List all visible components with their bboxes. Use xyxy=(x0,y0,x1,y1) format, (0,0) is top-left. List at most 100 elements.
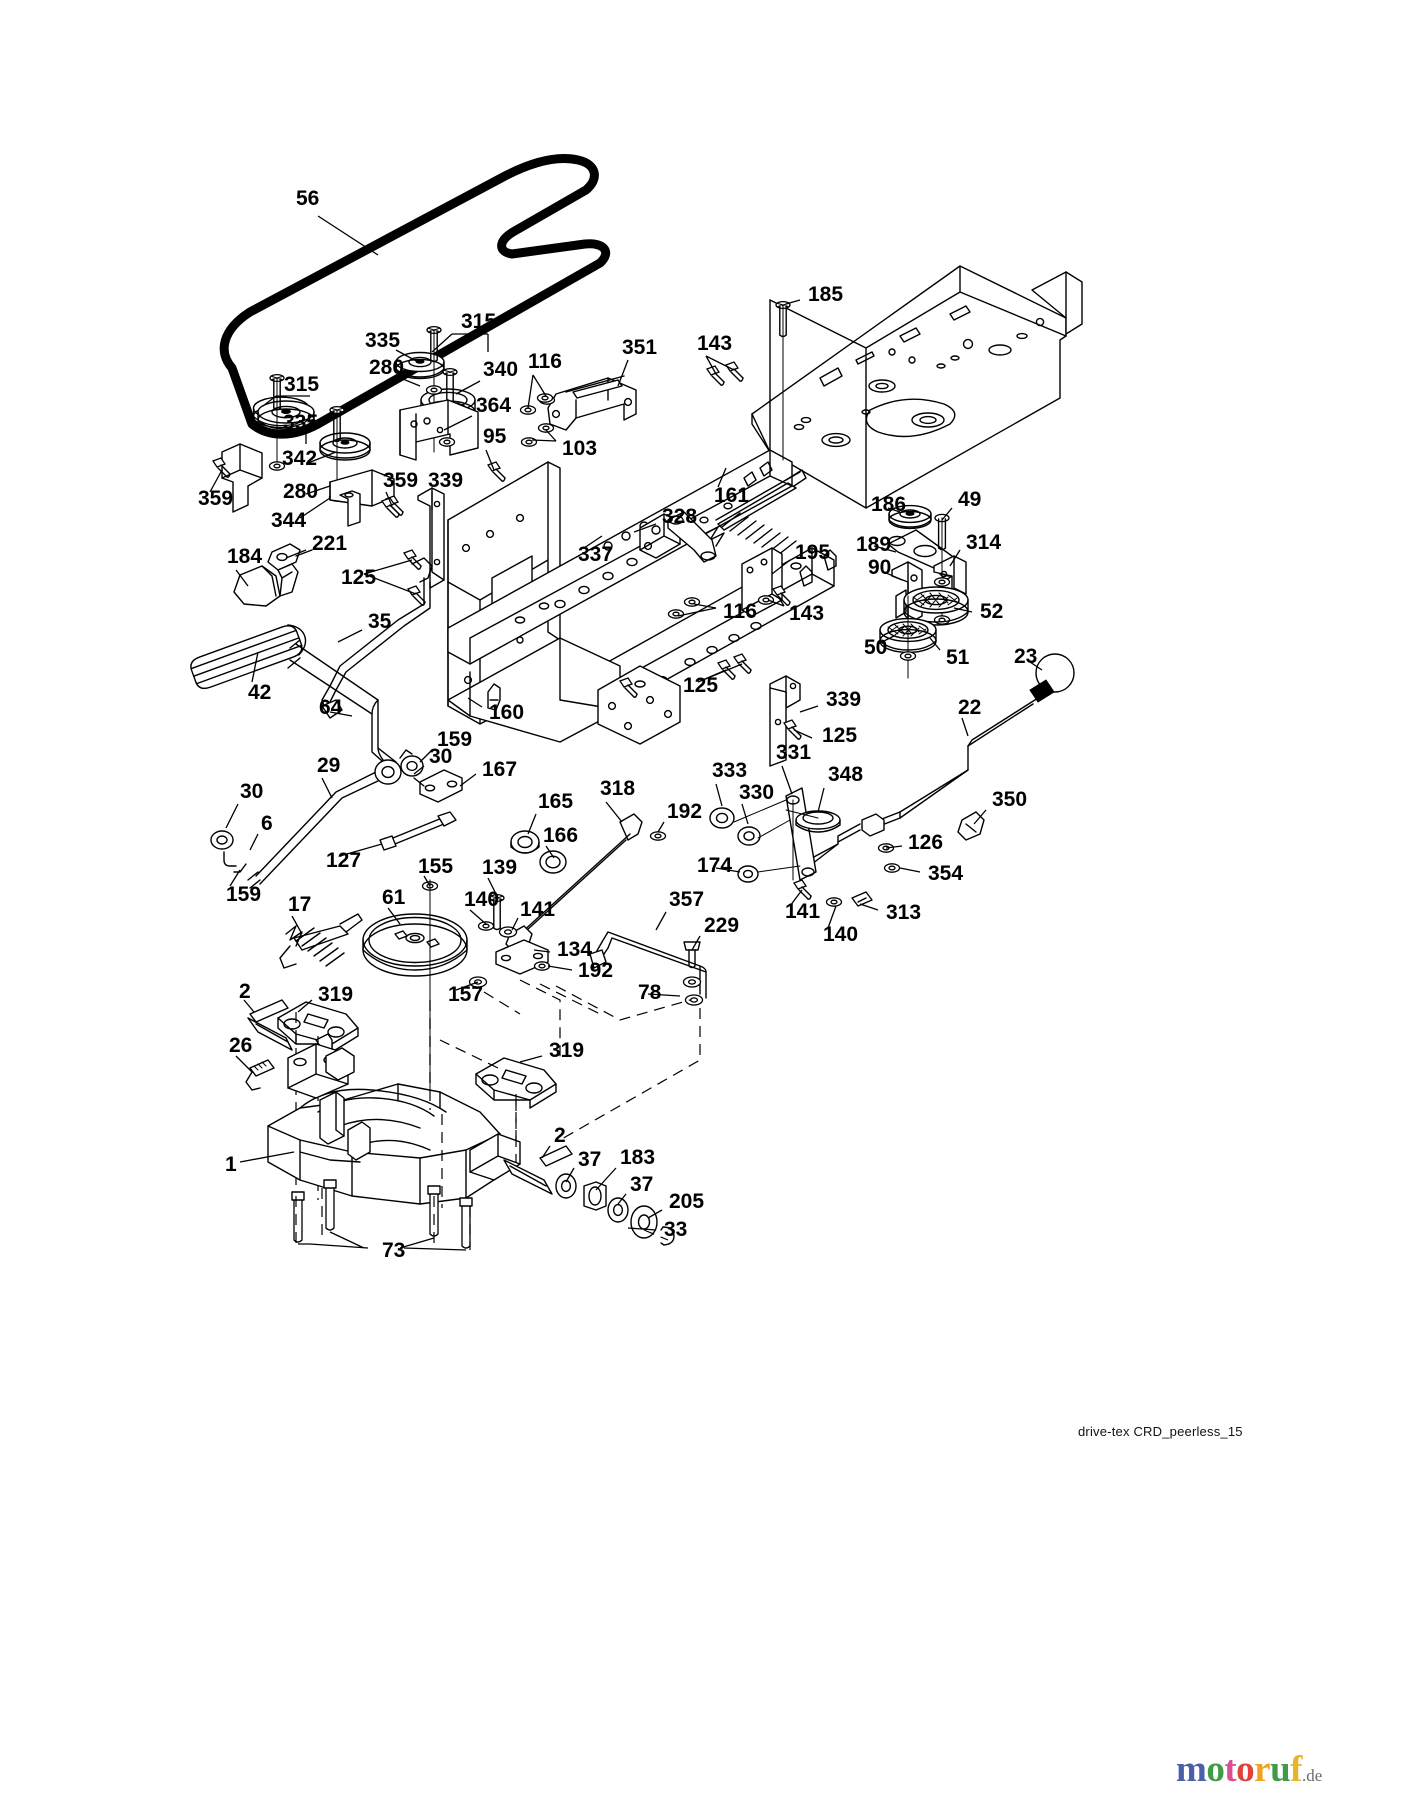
callout-90: 90 xyxy=(868,556,892,579)
belt-56 xyxy=(219,154,611,439)
callout-141: 141 xyxy=(520,898,556,921)
callout-189: 189 xyxy=(856,533,892,556)
callout-116: 116 xyxy=(723,600,757,623)
callout-342: 342 xyxy=(282,447,318,470)
callout-56: 56 xyxy=(296,187,320,210)
callout-280: 280 xyxy=(283,480,319,503)
callout-22: 22 xyxy=(958,696,982,719)
wm-letter-o2: o xyxy=(1236,1749,1255,1790)
callout-339: 339 xyxy=(428,469,464,492)
callout-140: 140 xyxy=(464,888,500,911)
callout-1: 1 xyxy=(225,1153,237,1176)
callout-161: 161 xyxy=(714,484,750,507)
callout-42: 42 xyxy=(248,681,272,704)
center-linkage xyxy=(709,675,843,907)
wm-letter-f: f xyxy=(1290,1749,1302,1790)
callout-229: 229 xyxy=(704,914,740,937)
callout-160: 160 xyxy=(489,701,525,724)
callout-330: 330 xyxy=(739,781,775,804)
pulley-group-mid xyxy=(395,325,479,461)
spring-17 xyxy=(279,913,363,969)
callout-359: 359 xyxy=(198,487,234,510)
callout-315: 315 xyxy=(461,310,497,333)
shift-lever-22 xyxy=(811,653,1075,907)
callout-26: 26 xyxy=(229,1034,253,1057)
callout-139: 139 xyxy=(482,856,518,879)
callout-351: 351 xyxy=(622,336,658,359)
callout-17: 17 xyxy=(288,893,312,916)
callout-313: 313 xyxy=(886,901,922,924)
transaxle-assembly xyxy=(247,1001,675,1251)
callout-186: 186 xyxy=(871,493,907,516)
pulley-group-left xyxy=(212,373,404,527)
callout-141: 141 xyxy=(785,900,821,923)
callout-314: 314 xyxy=(966,531,1002,554)
callout-23: 23 xyxy=(1014,645,1038,668)
callout-195: 195 xyxy=(795,541,831,564)
watermark-motoruf: motoruf.de xyxy=(1176,1748,1322,1791)
callout-52: 52 xyxy=(980,600,1004,623)
callout-78: 78 xyxy=(638,981,662,1004)
callout-30: 30 xyxy=(429,745,453,768)
callout-33: 33 xyxy=(664,1218,688,1241)
callout-49: 49 xyxy=(958,488,982,511)
callout-37: 37 xyxy=(630,1173,654,1196)
callout-143: 143 xyxy=(789,602,825,625)
callout-50: 50 xyxy=(864,636,888,659)
callout-167: 167 xyxy=(482,758,518,781)
bolts-73 xyxy=(291,1179,473,1251)
callout-95: 95 xyxy=(483,425,507,448)
callout-331: 331 xyxy=(776,741,812,764)
wm-letter-o1: o xyxy=(1206,1749,1225,1790)
callout-315: 315 xyxy=(284,373,320,396)
callout-134: 134 xyxy=(557,938,593,961)
callout-357: 357 xyxy=(669,888,705,911)
callout-155: 155 xyxy=(418,855,454,878)
callout-319: 319 xyxy=(549,1039,585,1062)
leader-lines xyxy=(209,215,1043,1231)
callout-64: 64 xyxy=(319,696,343,719)
callout-348: 348 xyxy=(828,763,864,786)
callout-127: 127 xyxy=(326,849,362,872)
callout-126: 126 xyxy=(908,831,944,854)
callout-339: 339 xyxy=(826,688,862,711)
callout-340: 340 xyxy=(483,358,519,381)
mount-319-right xyxy=(475,1057,557,1109)
callout-37: 37 xyxy=(578,1148,602,1171)
pulley-61 xyxy=(362,913,468,977)
callout-192: 192 xyxy=(578,959,614,982)
callout-30: 30 xyxy=(240,780,264,803)
callout-280: 280 xyxy=(369,356,405,379)
callout-221: 221 xyxy=(312,532,348,555)
callout-337: 337 xyxy=(578,543,614,566)
rod-318-assembly xyxy=(362,813,667,1106)
callout-205: 205 xyxy=(669,1190,705,1213)
callout-344: 344 xyxy=(271,509,307,532)
callout-185: 185 xyxy=(808,283,844,306)
callout-165: 165 xyxy=(538,790,574,813)
callout-2: 2 xyxy=(239,980,251,1003)
projection-lines xyxy=(295,979,669,1250)
rod-357 xyxy=(555,931,707,1141)
callout-335: 335 xyxy=(283,411,319,434)
callout-125: 125 xyxy=(683,674,719,697)
wm-letter-t: t xyxy=(1224,1749,1237,1790)
wm-letter-u: u xyxy=(1270,1749,1291,1790)
callout-319: 319 xyxy=(318,983,354,1006)
callout-103: 103 xyxy=(562,437,598,460)
callout-174: 174 xyxy=(697,854,733,877)
callout-318: 318 xyxy=(600,777,636,800)
callout-157: 157 xyxy=(448,983,484,1006)
callout-35: 35 xyxy=(368,610,392,633)
spring-161 xyxy=(703,469,807,556)
callout-184: 184 xyxy=(227,545,263,568)
callout-159: 159 xyxy=(437,728,473,751)
bracket-351 xyxy=(520,375,637,447)
diagram-caption: drive-tex CRD_peerless_15 xyxy=(1078,1424,1243,1439)
wm-letter-m: m xyxy=(1176,1749,1207,1790)
callout-364: 364 xyxy=(476,394,512,417)
callout-125: 125 xyxy=(341,566,377,589)
callout-51: 51 xyxy=(946,646,970,669)
